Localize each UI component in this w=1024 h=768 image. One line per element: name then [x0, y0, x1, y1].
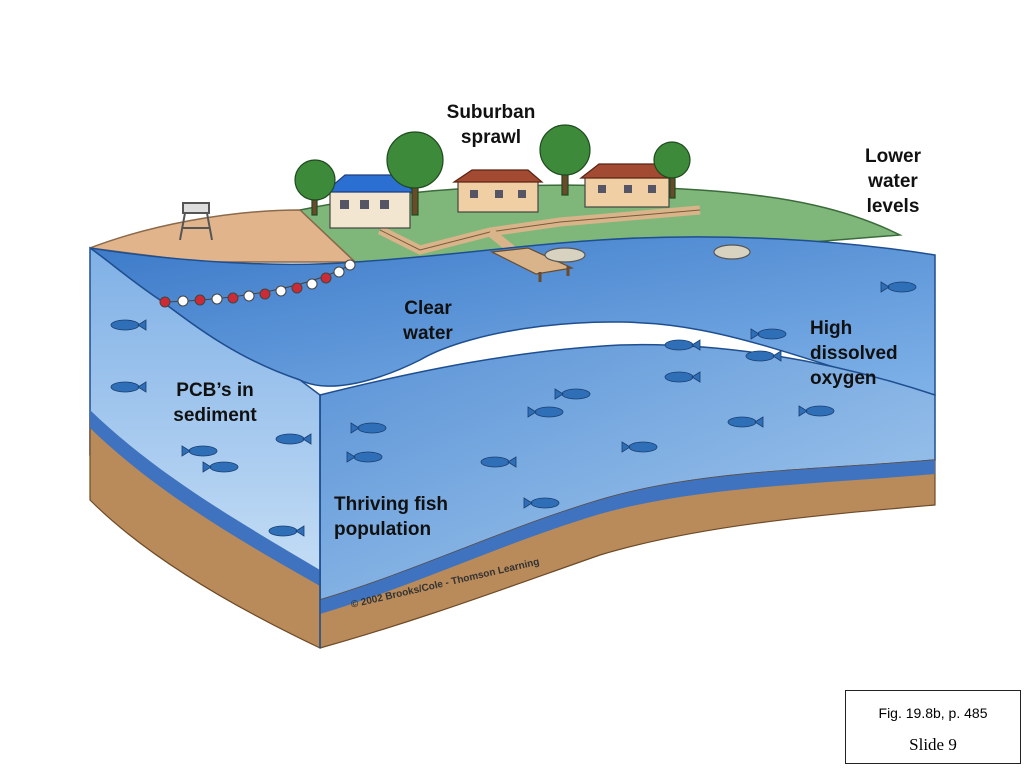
fish-icon — [346, 451, 383, 463]
fish-icon — [350, 422, 387, 434]
fish-icon — [798, 405, 835, 417]
thriving-fish-population-label: Thriving fish population — [334, 494, 448, 540]
high-dissolved-oxygen-label: High dissolved oxygen — [810, 318, 898, 389]
suburban-sprawl-label: Suburban sprawl — [446, 102, 536, 148]
fish-icon — [554, 388, 591, 400]
lower-water-levels-label: Lower water levels — [865, 146, 921, 217]
pcb-in-sediment-label: PCB’s in sediment — [173, 380, 257, 426]
figure-reference: Fig. 19.8b, p. 485 — [878, 705, 988, 721]
tree-icon — [653, 141, 691, 199]
fish-icon — [275, 433, 312, 445]
fish-icon — [664, 371, 701, 383]
boat-icon — [544, 247, 586, 263]
fish-icon — [110, 381, 147, 393]
fish-icon — [621, 441, 658, 453]
tree-icon — [294, 159, 336, 216]
buoy-line — [159, 259, 356, 308]
tree-icon — [386, 131, 444, 216]
fish-icon — [880, 281, 917, 293]
boat-icon — [713, 244, 751, 260]
fish-icon — [181, 445, 218, 457]
fish-icon — [745, 350, 782, 362]
figure-caption-box: Fig. 19.8b, p. 485 Slide 9 — [845, 690, 1021, 764]
sediment-blue-band-front — [90, 410, 320, 586]
fish-icon — [523, 497, 560, 509]
slide-number: Slide 9 — [909, 735, 957, 754]
sediment-blue-band-right — [320, 460, 935, 614]
sand-beach — [89, 209, 357, 263]
dock-icon — [489, 247, 575, 282]
fish-icon — [202, 461, 239, 473]
clear-water-label: Clear water — [403, 298, 453, 344]
fish-icon — [268, 525, 305, 537]
fish-icon — [664, 339, 701, 351]
fish-icon — [727, 416, 764, 428]
fish-icon — [480, 456, 517, 468]
fish-icon — [110, 319, 147, 331]
tree-icon — [539, 124, 591, 196]
house-blue-roof-icon — [323, 174, 417, 229]
fish-icon — [750, 328, 787, 340]
fish-school — [110, 281, 917, 537]
house-red-roof-left-icon — [452, 169, 544, 213]
fish-icon — [527, 406, 564, 418]
lifeguard-tower-icon — [179, 202, 213, 241]
